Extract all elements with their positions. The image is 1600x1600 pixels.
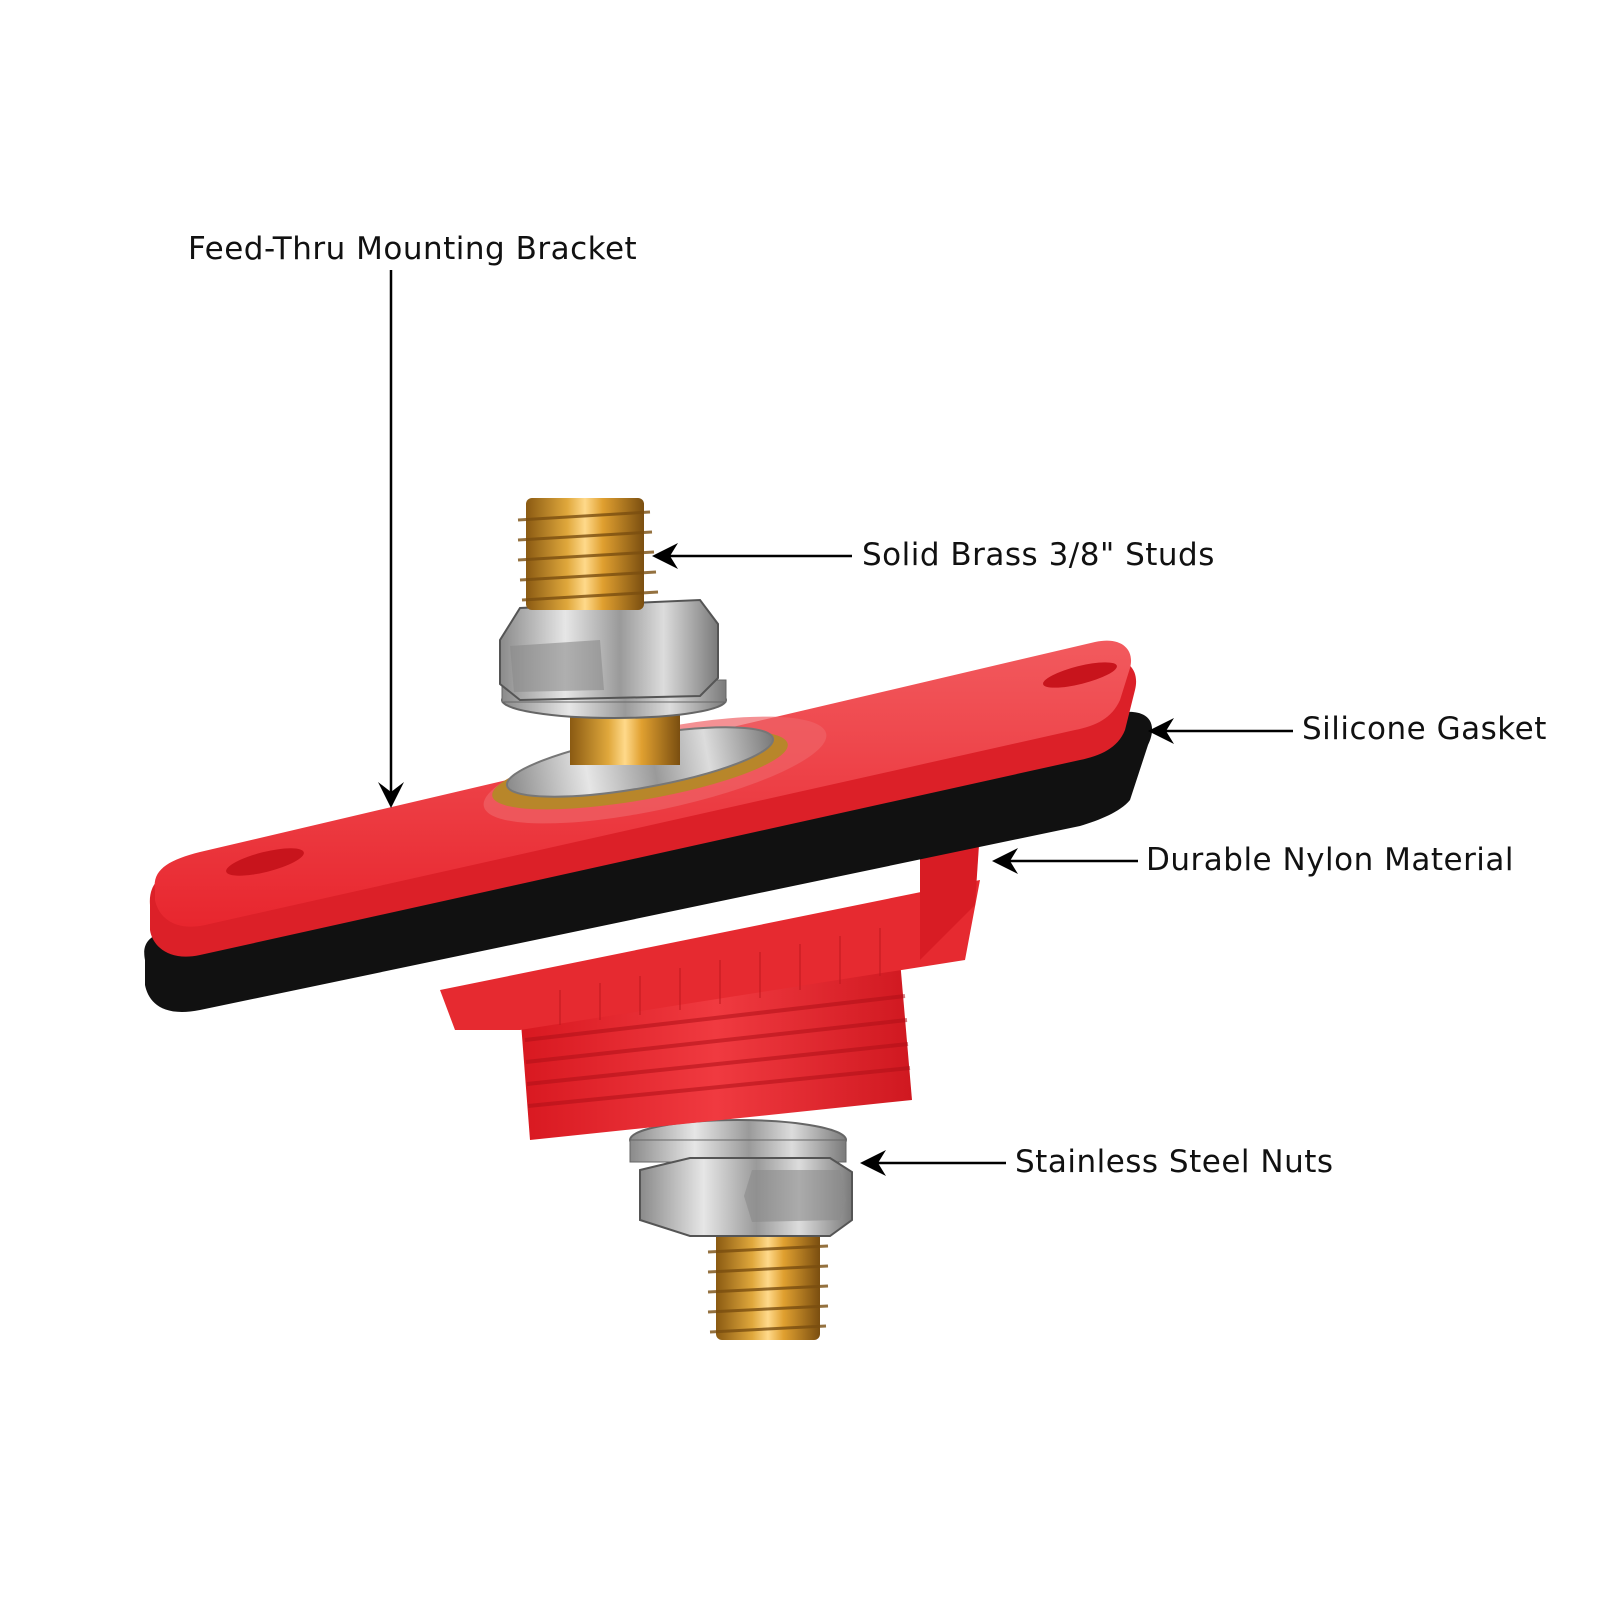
- label-silicone-gasket: Silicone Gasket: [1302, 711, 1547, 747]
- label-stainless-steel-nuts: Stainless Steel Nuts: [1015, 1144, 1334, 1180]
- arrow-down-icon: [378, 782, 404, 808]
- upper-brass-collar: [570, 715, 680, 765]
- upper-steel-nut: [499, 598, 727, 719]
- label-feed-thru-mounting-bracket: Feed-Thru Mounting Bracket: [188, 231, 638, 267]
- arrow-left-icon: [652, 543, 678, 569]
- arrow-left-icon: [992, 848, 1018, 874]
- label-solid-brass-studs: Solid Brass 3/8" Studs: [862, 537, 1215, 573]
- label-durable-nylon-material: Durable Nylon Material: [1146, 842, 1515, 878]
- arrow-left-icon: [860, 1150, 886, 1176]
- arrow-left-icon: [1148, 718, 1174, 744]
- upper-brass-stud: [517, 498, 659, 610]
- nylon-threaded-body: [440, 820, 980, 1140]
- lower-steel-nut: [629, 1119, 853, 1237]
